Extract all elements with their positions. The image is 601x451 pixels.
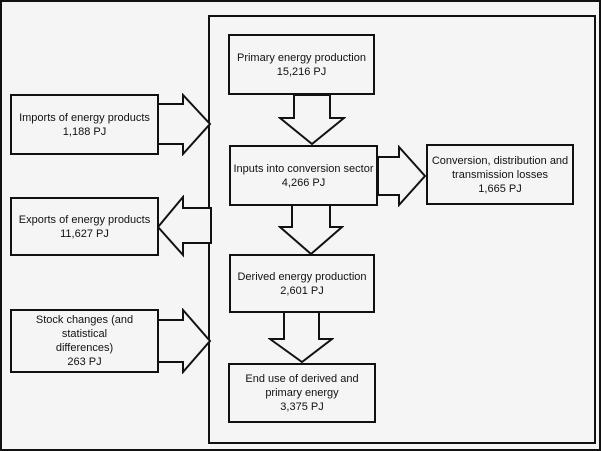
enduse-value: 3,375 PJ <box>280 401 324 413</box>
stock-value: 263 PJ <box>67 356 102 368</box>
primary-to-inputs-arrow <box>278 94 346 146</box>
inputs-to-losses-arrow <box>377 145 427 207</box>
stock-changes-flow-arrow <box>157 308 212 374</box>
inputs-to-derived-arrow <box>278 204 344 256</box>
primary-production-box: Primary energy production 15,216 PJ <box>228 34 375 95</box>
inputs-label: Inputs into conversion sector <box>233 162 374 175</box>
exports-label: Exports of energy products <box>18 213 151 226</box>
enduse-label-line2: primary energy <box>265 387 339 399</box>
derived-value: 2,601 PJ <box>280 284 324 297</box>
end-use-box: End use of derived and primary energy 3,… <box>228 363 376 423</box>
stock-label-line1: Stock changes (and statistical <box>35 314 134 340</box>
derived-label: Derived energy production <box>237 270 367 283</box>
exports-box: Exports of energy products 11,627 PJ <box>10 197 159 256</box>
imports-label: Imports of energy products <box>19 111 150 124</box>
imports-value: 1,188 PJ <box>62 125 107 138</box>
exports-value: 11,627 PJ <box>60 227 109 240</box>
primary-value: 15,216 PJ <box>276 65 327 78</box>
primary-label: Primary energy production <box>236 51 366 64</box>
inputs-value: 4,266 PJ <box>281 176 326 189</box>
imports-flow-arrow <box>157 93 212 156</box>
losses-value: 1,665 PJ <box>478 182 522 195</box>
losses-label-line2: transmission losses <box>452 168 548 181</box>
derived-to-enduse-arrow <box>268 311 334 364</box>
exports-flow-arrow <box>156 195 212 258</box>
conversion-inputs-box: Inputs into conversion sector 4,266 PJ <box>229 145 378 206</box>
derived-production-box: Derived energy production 2,601 PJ <box>229 254 375 313</box>
enduse-label-line1: End use of derived and <box>245 373 359 385</box>
imports-box: Imports of energy products 1,188 PJ <box>10 94 159 155</box>
conversion-losses-box: Conversion, distribution and transmissio… <box>426 144 574 205</box>
stock-changes-box: Stock changes (and statistical differenc… <box>10 309 159 373</box>
losses-label-line1: Conversion, distribution and <box>431 154 569 167</box>
stock-label-line2: differences) <box>55 342 114 354</box>
